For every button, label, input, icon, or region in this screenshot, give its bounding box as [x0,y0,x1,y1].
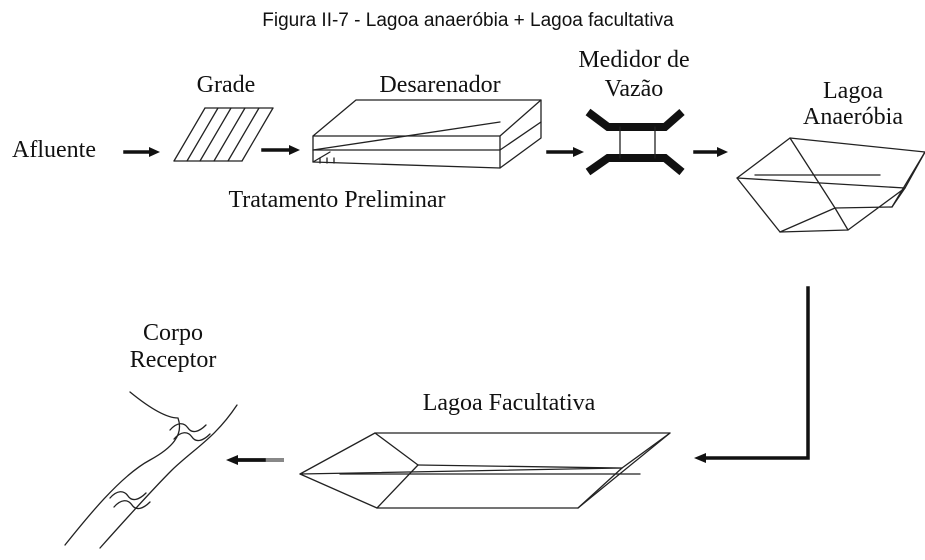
arrow-afluente-to-grade [123,147,160,157]
label-lagoa-facultativa: Lagoa Facultativa [423,390,596,416]
arrow-facultativa-to-corpo-receptor [226,455,284,465]
label-anaerobia-line1: Lagoa [823,78,883,104]
lagoa-anaerobia-symbol [736,137,925,233]
lagoa-facultativa-symbol [299,432,671,509]
desarenador-tank-symbol [312,99,542,169]
medidor-vazao-symbol [585,108,685,176]
label-receptor: Receptor [130,347,217,373]
label-afluente: Afluente [12,137,96,163]
figure-title: Figura II-7 - Lagoa anaeróbia + Lagoa fa… [262,10,674,31]
corpo-receptor-river-symbol [64,391,238,549]
connector-anaerobia-to-facultativa [694,286,810,463]
label-grade: Grade [197,72,256,98]
label-corpo: Corpo [143,320,203,346]
arrow-grade-to-desarenador [261,145,300,155]
arrow-medidor-to-anaerobia [693,147,728,157]
grade-screen-symbol [173,107,274,162]
arrow-desarenador-to-medidor [546,147,584,157]
label-tratamento-preliminar: Tratamento Preliminar [228,187,445,213]
label-medidor-line1: Medidor de [578,47,689,73]
label-medidor-line2: Vazão [605,76,664,102]
label-desarenador: Desarenador [379,72,500,98]
label-anaerobia-line2: Anaeróbia [803,104,903,130]
